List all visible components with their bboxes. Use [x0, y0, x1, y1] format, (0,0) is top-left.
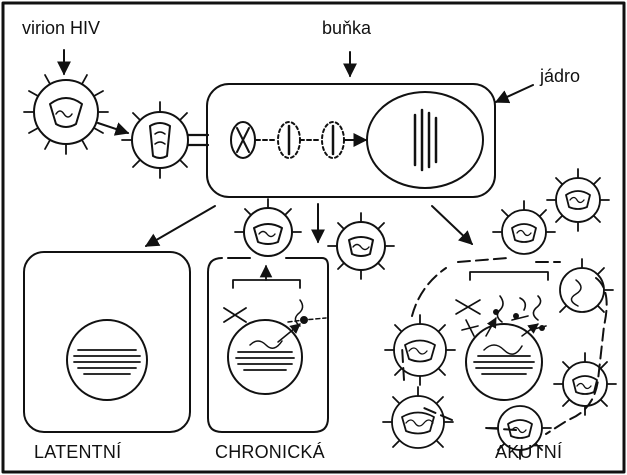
latent-cell — [24, 252, 190, 432]
nucleus-label: jádro — [540, 66, 580, 87]
arrow-to-acute — [432, 206, 472, 244]
acute-virions — [383, 169, 616, 459]
virion-to-entry-arrow — [98, 123, 128, 133]
cell-label: buňka — [322, 18, 371, 39]
released-virion-chronic — [328, 213, 394, 279]
acute-cell — [402, 258, 607, 434]
integrated-dna-strands — [415, 110, 436, 170]
latent-label: LATENTNÍ — [34, 442, 121, 463]
nucleus-pointer-arrow — [496, 85, 533, 102]
replication-steps — [231, 122, 366, 158]
budding-virion-chronic — [235, 199, 301, 256]
figure-frame — [3, 3, 624, 472]
free-virion — [24, 75, 108, 154]
arrow-to-latent — [146, 206, 215, 246]
entering-virion — [122, 102, 208, 178]
virion-label: virion HIV — [22, 18, 100, 39]
acute-label: AKUTNÍ — [495, 442, 562, 463]
chronic-label: CHRONICKÁ — [215, 442, 325, 463]
chronic-cell — [208, 258, 328, 432]
cell-nucleus — [367, 92, 483, 188]
